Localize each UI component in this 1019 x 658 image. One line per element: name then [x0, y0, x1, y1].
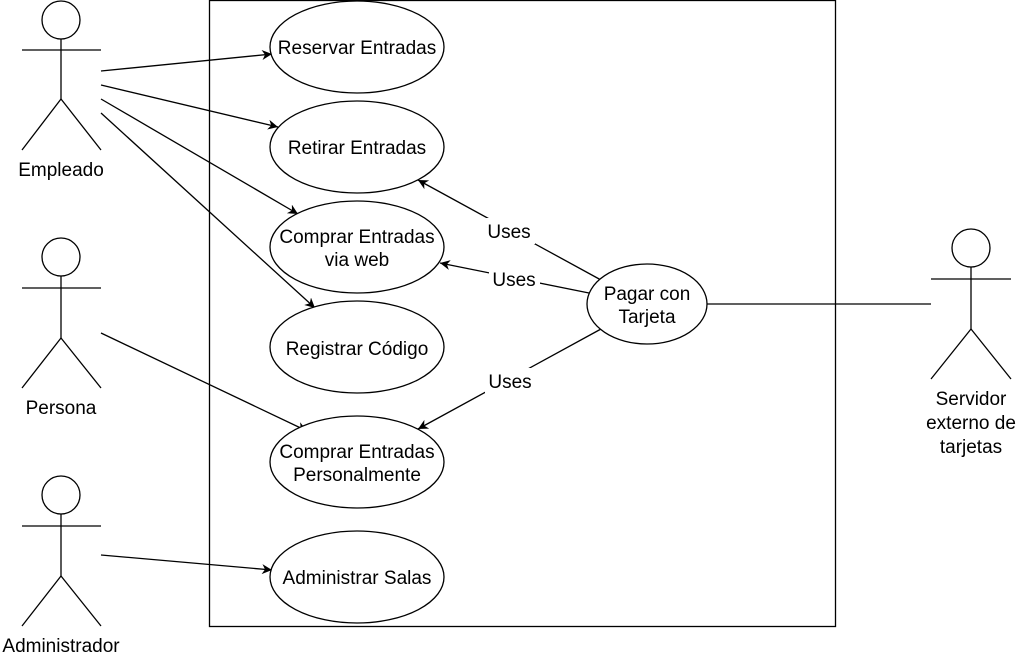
use-case-comprar-entradas-personalmente: Comprar Entradas Personalmente [269, 415, 445, 509]
association-empleado-comprar-web [100, 98, 299, 215]
stick-figure-icon [21, 237, 102, 389]
actor-label: Servidor [936, 389, 1007, 410]
use-case-retirar-entradas: Retirar Entradas [269, 100, 445, 194]
uses-labels: Uses Uses Uses [484, 218, 540, 394]
use-case-label: Personalmente [293, 465, 421, 486]
uses-label-retirar: Uses [487, 222, 530, 243]
stick-figure-icon [21, 0, 102, 151]
use-case-ellipse [269, 200, 445, 294]
use-case-registrar-codigo: Registrar Código [269, 300, 445, 394]
use-case-ellipse [269, 415, 445, 509]
use-case-label: Comprar Entradas [279, 442, 434, 463]
association-empleado-retirar [100, 84, 279, 130]
stick-figure-icon [930, 228, 1012, 380]
actor-label: externo de [926, 413, 1016, 434]
association-empleado-reservar [100, 50, 273, 72]
system-boundary [208, 0, 837, 628]
association-persona-comprar-personal [100, 332, 308, 432]
associations [100, 50, 931, 575]
use-case-pagar-con-tarjeta: Pagar con Tarjeta [586, 263, 708, 345]
actor-label: Persona [26, 398, 97, 419]
use-case-label: Reservar Entradas [278, 38, 436, 59]
use-case-label: Pagar con [604, 284, 691, 305]
use-case-comprar-entradas-web: Comprar Entradas via web [269, 200, 445, 294]
use-cases: Reservar Entradas Retirar Entradas Compr… [269, 0, 708, 624]
actor-label: Empleado [18, 160, 104, 181]
use-case-ellipse [269, 0, 445, 94]
use-case-ellipse [269, 530, 445, 624]
actor-empleado: Empleado [18, 0, 104, 181]
use-case-label: Retirar Entradas [288, 138, 426, 159]
uses-label-comprar-personal: Uses [488, 372, 531, 393]
use-case-ellipse [269, 100, 445, 194]
use-case-label: Administrar Salas [283, 568, 432, 589]
actor-label: Administrador [2, 636, 120, 657]
actor-administrador: Administrador [2, 475, 120, 657]
use-case-reservar-entradas: Reservar Entradas [269, 0, 445, 94]
actor-label: tarjetas [940, 437, 1002, 458]
use-case-ellipse [269, 300, 445, 394]
use-case-label: Registrar Código [286, 339, 429, 360]
uses-label-comprar-web: Uses [492, 270, 535, 291]
actor-persona: Persona [21, 237, 102, 419]
association-empleado-registrar [100, 112, 316, 309]
use-case-administrar-salas: Administrar Salas [269, 530, 445, 624]
association-administrador-administrar [100, 554, 273, 575]
use-case-ellipse [586, 263, 708, 345]
stick-figure-icon [21, 475, 102, 627]
use-case-label: via web [325, 250, 389, 271]
use-case-label: Comprar Entradas [279, 227, 434, 248]
use-case-label: Tarjeta [618, 307, 675, 328]
actor-servidor-externo: Servidor externo de tarjetas [926, 228, 1016, 458]
